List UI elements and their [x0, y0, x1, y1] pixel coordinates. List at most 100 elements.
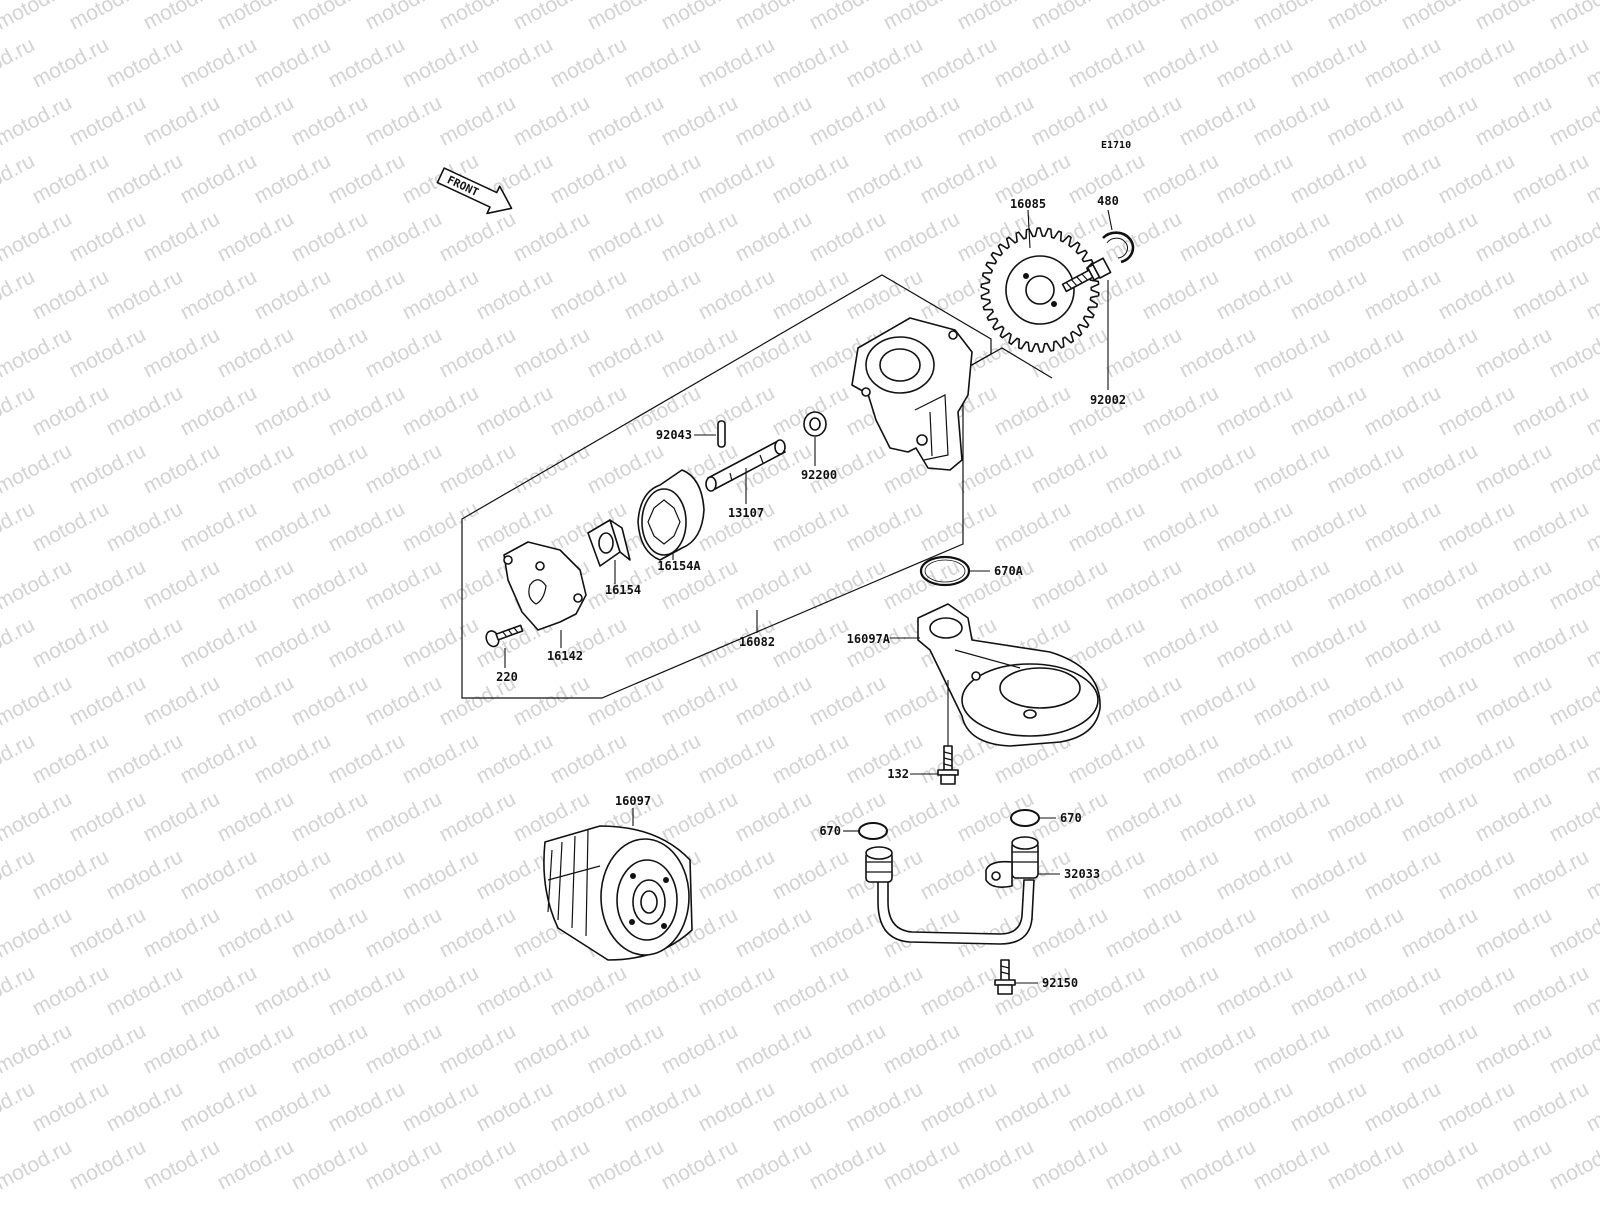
- watermark-text: motod.ru: [29, 961, 113, 1020]
- watermark-text: motod.ru: [251, 497, 335, 556]
- watermark-text: motod.ru: [0, 33, 39, 92]
- watermark-text: motod.ru: [547, 149, 631, 208]
- watermark-text: motod.ru: [0, 265, 39, 324]
- watermark-text: motod.ru: [66, 903, 150, 962]
- watermark-text: motod.ru: [769, 1077, 853, 1136]
- label-92150[interactable]: 92150: [1042, 976, 1078, 990]
- watermark-text: motod.ru: [1213, 33, 1297, 92]
- label-16097A[interactable]: 16097A: [847, 632, 891, 646]
- watermark-text: motod.ru: [1102, 787, 1186, 846]
- watermark-text: motod.ru: [288, 323, 372, 382]
- label-92002[interactable]: 92002: [1090, 393, 1126, 407]
- watermark-text: motod.ru: [1028, 555, 1112, 614]
- watermark-text: motod.ru: [66, 787, 150, 846]
- watermark-text: motod.ru: [177, 1077, 261, 1136]
- watermark-text: motod.ru: [621, 1193, 705, 1200]
- watermark-text: motod.ru: [0, 961, 39, 1020]
- label-92043[interactable]: 92043: [656, 428, 692, 442]
- watermark-text: motod.ru: [288, 787, 372, 846]
- oil-pump-body: [851, 317, 973, 471]
- watermark-text: motod.ru: [1361, 265, 1445, 324]
- watermark-text: motod.ru: [177, 381, 261, 440]
- watermark-text: motod.ru: [214, 671, 298, 730]
- watermark-text: motod.ru: [1324, 903, 1408, 962]
- label-92200[interactable]: 92200: [801, 468, 837, 482]
- bolt-132: [937, 745, 959, 785]
- watermark-text: motod.ru: [103, 1077, 187, 1136]
- watermark-text: motod.ru: [1139, 33, 1223, 92]
- watermark-text: motod.ru: [1102, 671, 1186, 730]
- watermark-text: motod.ru: [1213, 381, 1297, 440]
- watermark-text: motod.ru: [214, 903, 298, 962]
- watermark-text: motod.ru: [584, 323, 668, 382]
- watermark-text: motod.ru: [1472, 207, 1556, 266]
- watermark-text: motod.ru: [1361, 1077, 1445, 1136]
- watermark-text: motod.ru: [1398, 0, 1482, 34]
- part-labels: 16085 480 92002 92043 92200 13107 16154A…: [496, 194, 1126, 990]
- watermark-text: motod.ru: [325, 845, 409, 904]
- watermark-text: motod.ru: [1509, 1077, 1593, 1136]
- label-132[interactable]: 132: [887, 767, 909, 781]
- bolt-92150: [994, 959, 1016, 995]
- watermark-text: motod.ru: [1361, 845, 1445, 904]
- watermark-text: motod.ru: [1472, 671, 1556, 730]
- watermark-text: motod.ru: [1435, 1193, 1519, 1200]
- watermark-text: motod.ru: [103, 961, 187, 1020]
- watermark-text: motod.ru: [621, 265, 705, 324]
- watermark-text: motod.ru: [843, 1193, 927, 1200]
- watermark-text: motod.ru: [66, 323, 150, 382]
- watermark-text: motod.ru: [1546, 439, 1600, 498]
- watermark-text: motod.ru: [1509, 1193, 1593, 1200]
- watermark-text: motod.ru: [473, 729, 557, 788]
- watermark-text: motod.ru: [251, 1077, 335, 1136]
- watermark-text: motod.ru: [29, 1193, 113, 1200]
- watermark-text: motod.ru: [214, 0, 298, 34]
- watermark-text: motod.ru: [510, 207, 594, 266]
- watermark-text: motod.ru: [1287, 149, 1371, 208]
- watermark-text: motod.ru: [510, 1135, 594, 1194]
- watermark-text: motod.ru: [473, 265, 557, 324]
- watermark-text: motod.ru: [1176, 0, 1260, 34]
- watermark-text: motod.ru: [362, 1135, 446, 1194]
- watermark-text: motod.ru: [1287, 845, 1371, 904]
- oil-pipe-32033: [865, 836, 1039, 945]
- watermark-text: motod.ru: [917, 1193, 1001, 1200]
- watermark-text: motod.ru: [473, 381, 557, 440]
- watermark-text: motod.ru: [1139, 1077, 1223, 1136]
- label-13107[interactable]: 13107: [728, 506, 764, 520]
- watermark-text: motod.ru: [584, 207, 668, 266]
- label-670-left[interactable]: 670: [819, 824, 841, 838]
- watermark-text: motod.ru: [0, 671, 76, 730]
- watermark-text: motod.ru: [362, 439, 446, 498]
- label-220[interactable]: 220: [496, 670, 518, 684]
- label-16142[interactable]: 16142: [547, 649, 583, 663]
- watermark-text: motod.ru: [732, 1135, 816, 1194]
- watermark-text: motod.ru: [436, 787, 520, 846]
- watermark-text: motod.ru: [695, 845, 779, 904]
- watermark-text: motod.ru: [214, 439, 298, 498]
- watermark-text: motod.ru: [510, 1019, 594, 1078]
- label-480[interactable]: 480: [1097, 194, 1119, 208]
- watermark-text: motod.ru: [843, 729, 927, 788]
- watermark-text: motod.ru: [1065, 1077, 1149, 1136]
- watermark-text: motod.ru: [1472, 787, 1556, 846]
- watermark-text: motod.ru: [0, 149, 39, 208]
- label-16154[interactable]: 16154: [605, 583, 641, 597]
- watermark-text: motod.ru: [436, 1135, 520, 1194]
- watermark-text: motod.ru: [1287, 497, 1371, 556]
- label-16085[interactable]: 16085: [1010, 197, 1046, 211]
- watermark-text: motod.ru: [473, 33, 557, 92]
- watermark-text: motod.ru: [362, 787, 446, 846]
- label-16082[interactable]: 16082: [739, 635, 775, 649]
- watermark-text: motod.ru: [1361, 1193, 1445, 1200]
- label-16097[interactable]: 16097: [615, 794, 651, 808]
- watermark-text: motod.ru: [214, 1135, 298, 1194]
- watermark-text: motod.ru: [917, 33, 1001, 92]
- label-670-right[interactable]: 670: [1060, 811, 1082, 825]
- label-16154A[interactable]: 16154A: [657, 559, 701, 573]
- watermark-text: motod.ru: [1065, 961, 1149, 1020]
- label-32033[interactable]: 32033: [1064, 867, 1100, 881]
- label-670A[interactable]: 670A: [994, 564, 1024, 578]
- watermark-text: motod.ru: [288, 1135, 372, 1194]
- watermark-text: motod.ru: [1250, 1135, 1334, 1194]
